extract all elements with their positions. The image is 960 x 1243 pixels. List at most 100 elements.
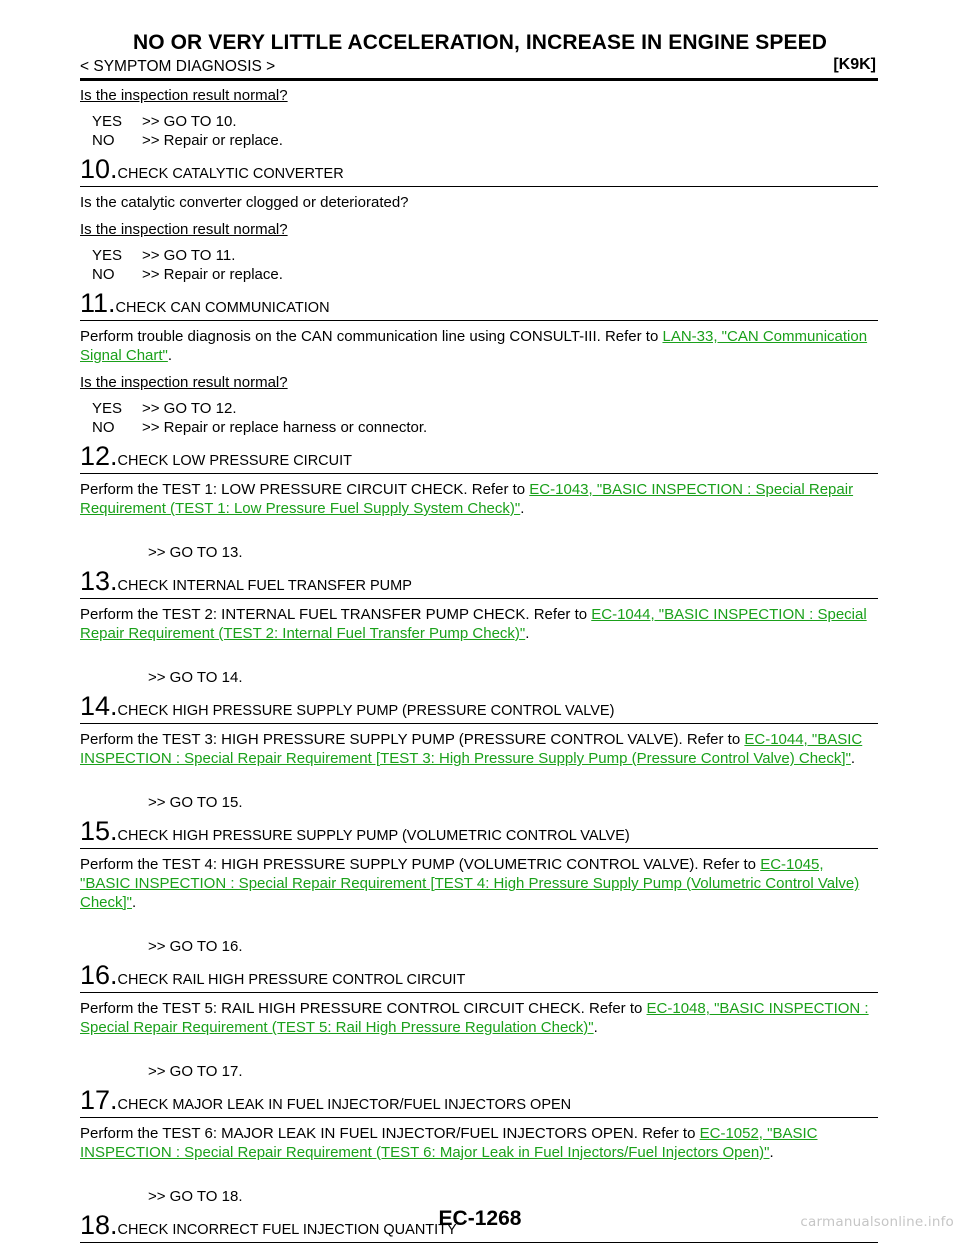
step-body-text: Perform the TEST 5: RAIL HIGH PRESSURE C… xyxy=(80,1000,647,1017)
step-body-end: . xyxy=(850,750,856,767)
step-10: 10. CHECK CATALYTIC CONVERTER Is the cat… xyxy=(80,156,878,284)
no-text: >> Repair or replace harness or connecto… xyxy=(142,419,428,436)
page-number: EC-1268 xyxy=(438,1207,522,1230)
yes-key: YES xyxy=(92,113,123,130)
goto-next: >> GO TO 13. xyxy=(148,544,243,561)
step-body: Perform the TEST 4: HIGH PRESSURE SUPPLY… xyxy=(80,855,878,912)
step-title: CHECK INCORRECT FUEL INJECTION QUANTITY xyxy=(117,1222,457,1238)
yes-no-block: YES >> GO TO 12. NO >> Repair or replace… xyxy=(80,399,878,437)
goto-next: >> GO TO 15. xyxy=(148,794,243,811)
no-key: NO xyxy=(92,132,115,149)
step-title: CHECK HIGH PRESSURE SUPPLY PUMP (VOLUMET… xyxy=(117,828,630,844)
step-body: Perform the TEST 6: MAJOR LEAK IN FUEL I… xyxy=(80,1124,878,1162)
procedure-content: Is the inspection result normal? YES >> … xyxy=(80,84,878,1243)
step-heading: 12. CHECK LOW PRESSURE CIRCUIT xyxy=(80,443,878,474)
step-heading: 11. CHECK CAN COMMUNICATION xyxy=(80,290,878,321)
step-body-text: Perform the TEST 2: INTERNAL FUEL TRANSF… xyxy=(80,606,592,623)
goto-next: >> GO TO 14. xyxy=(148,669,243,686)
section-label: < SYMPTOM DIAGNOSIS > xyxy=(80,58,276,75)
step-number: 16. xyxy=(80,960,118,990)
no-key: NO xyxy=(92,419,115,436)
step-12: 12. CHECK LOW PRESSURE CIRCUIT Perform t… xyxy=(80,443,878,562)
step-title: CHECK HIGH PRESSURE SUPPLY PUMP (PRESSUR… xyxy=(117,703,615,719)
goto-next: >> GO TO 18. xyxy=(148,1188,243,1205)
step-heading: 13. CHECK INTERNAL FUEL TRANSFER PUMP xyxy=(80,568,878,599)
step-body-text: Perform trouble diagnosis on the CAN com… xyxy=(80,328,663,345)
yes-text: >> GO TO 12. xyxy=(142,400,237,417)
goto-next: >> GO TO 16. xyxy=(148,938,243,955)
step-body: Perform the TEST 3: HIGH PRESSURE SUPPLY… xyxy=(80,730,878,768)
step-17: 17. CHECK MAJOR LEAK IN FUEL INJECTOR/FU… xyxy=(80,1087,878,1206)
step-number: 14. xyxy=(80,691,118,721)
step-14: 14. CHECK HIGH PRESSURE SUPPLY PUMP (PRE… xyxy=(80,693,878,812)
yes-row: YES >> GO TO 11. xyxy=(92,246,878,265)
step-number: 15. xyxy=(80,816,118,846)
header-divider xyxy=(80,78,878,81)
inspection-question: Is the inspection result normal? xyxy=(80,87,288,104)
yes-no-block: YES >> GO TO 11. NO >> Repair or replace… xyxy=(80,246,878,284)
step-body: Perform the TEST 2: INTERNAL FUEL TRANSF… xyxy=(80,605,878,643)
step-heading: 17. CHECK MAJOR LEAK IN FUEL INJECTOR/FU… xyxy=(80,1087,878,1118)
step-11: 11. CHECK CAN COMMUNICATION Perform trou… xyxy=(80,290,878,437)
reference-link[interactable]: EC-1044, "BASIC INSPECTION : Special Rep… xyxy=(80,731,863,767)
step-body-end: . xyxy=(520,500,525,517)
step-title: CHECK RAIL HIGH PRESSURE CONTROL CIRCUIT xyxy=(117,972,466,988)
step-number: 11. xyxy=(80,288,116,318)
no-text: >> Repair or replace. xyxy=(142,132,283,149)
no-row: NO >> Repair or replace harness or conne… xyxy=(92,418,878,437)
step-heading: 15. CHECK HIGH PRESSURE SUPPLY PUMP (VOL… xyxy=(80,818,878,849)
goto-next: >> GO TO 17. xyxy=(148,1063,243,1080)
step-number: 12. xyxy=(80,441,118,471)
reference-link[interactable]: EC-1048, "BASIC INSPECTION : Special Rep… xyxy=(80,1000,869,1036)
step-body: Perform trouble diagnosis on the CAN com… xyxy=(80,327,878,365)
step-body: Perform the TEST 5: RAIL HIGH PRESSURE C… xyxy=(80,999,878,1037)
step-title: CHECK MAJOR LEAK IN FUEL INJECTOR/FUEL I… xyxy=(117,1097,572,1113)
page-title: NO OR VERY LITTLE ACCELERATION, INCREASE… xyxy=(132,31,827,54)
step-body-text: Perform the TEST 1: LOW PRESSURE CIRCUIT… xyxy=(80,481,530,498)
yes-row: YES >> GO TO 10. xyxy=(92,112,878,131)
inspection-question: Is the inspection result normal? xyxy=(80,374,288,391)
yes-text: >> GO TO 10. xyxy=(142,113,237,130)
step-heading: 16. CHECK RAIL HIGH PRESSURE CONTROL CIR… xyxy=(80,962,878,993)
no-text: >> Repair or replace. xyxy=(142,266,283,283)
inspection-question: Is the inspection result normal? xyxy=(80,221,288,238)
step-body-end: . xyxy=(769,1144,774,1161)
step-15: 15. CHECK HIGH PRESSURE SUPPLY PUMP (VOL… xyxy=(80,818,878,956)
step-heading: 14. CHECK HIGH PRESSURE SUPPLY PUMP (PRE… xyxy=(80,693,878,724)
step-13: 13. CHECK INTERNAL FUEL TRANSFER PUMP Pe… xyxy=(80,568,878,687)
step-title: CHECK CATALYTIC CONVERTER xyxy=(117,166,344,182)
step-body-text: Perform the TEST 4: HIGH PRESSURE SUPPLY… xyxy=(80,856,761,873)
step-body-end: . xyxy=(132,894,137,911)
step-number: 18. xyxy=(80,1210,118,1240)
engine-code: [K9K] xyxy=(833,56,876,73)
yes-text: >> GO TO 11. xyxy=(142,247,236,264)
reference-link[interactable]: EC-1045, "BASIC INSPECTION : Special Rep… xyxy=(80,856,860,911)
yes-row: YES >> GO TO 12. xyxy=(92,399,878,418)
step-body: Is the catalytic converter clogged or de… xyxy=(80,194,409,211)
step-16: 16. CHECK RAIL HIGH PRESSURE CONTROL CIR… xyxy=(80,962,878,1081)
reference-link[interactable]: LAN-33, "CAN Communication Signal Chart" xyxy=(80,328,868,364)
watermark: carmanualsonline.info xyxy=(800,1214,954,1230)
step-body-text: Perform the TEST 3: HIGH PRESSURE SUPPLY… xyxy=(80,731,745,748)
yes-no-block: YES >> GO TO 10. NO >> Repair or replace… xyxy=(80,112,878,150)
reference-link[interactable]: EC-1044, "BASIC INSPECTION : Special Rep… xyxy=(80,606,867,642)
step-body-end: . xyxy=(593,1019,598,1036)
reference-link[interactable]: EC-1052, "BASIC INSPECTION : Special Rep… xyxy=(80,1125,818,1161)
yes-key: YES xyxy=(92,247,123,264)
step-number: 10. xyxy=(80,154,118,184)
step-title: CHECK LOW PRESSURE CIRCUIT xyxy=(117,453,352,469)
step-body-end: . xyxy=(525,625,530,642)
step-body-end: . xyxy=(167,347,173,364)
step-body-text: Perform the TEST 6: MAJOR LEAK IN FUEL I… xyxy=(80,1125,700,1142)
step-heading: 10. CHECK CATALYTIC CONVERTER xyxy=(80,156,878,187)
step-number: 13. xyxy=(80,566,118,596)
step-body: Perform the TEST 1: LOW PRESSURE CIRCUIT… xyxy=(80,480,878,518)
no-key: NO xyxy=(92,266,115,283)
step-title: CHECK CAN COMMUNICATION xyxy=(115,300,330,316)
no-row: NO >> Repair or replace. xyxy=(92,265,878,284)
step-number: 17. xyxy=(80,1085,118,1115)
yes-key: YES xyxy=(92,400,123,417)
reference-link[interactable]: EC-1043, "BASIC INSPECTION : Special Rep… xyxy=(80,481,854,517)
step-title: CHECK INTERNAL FUEL TRANSFER PUMP xyxy=(117,578,412,594)
